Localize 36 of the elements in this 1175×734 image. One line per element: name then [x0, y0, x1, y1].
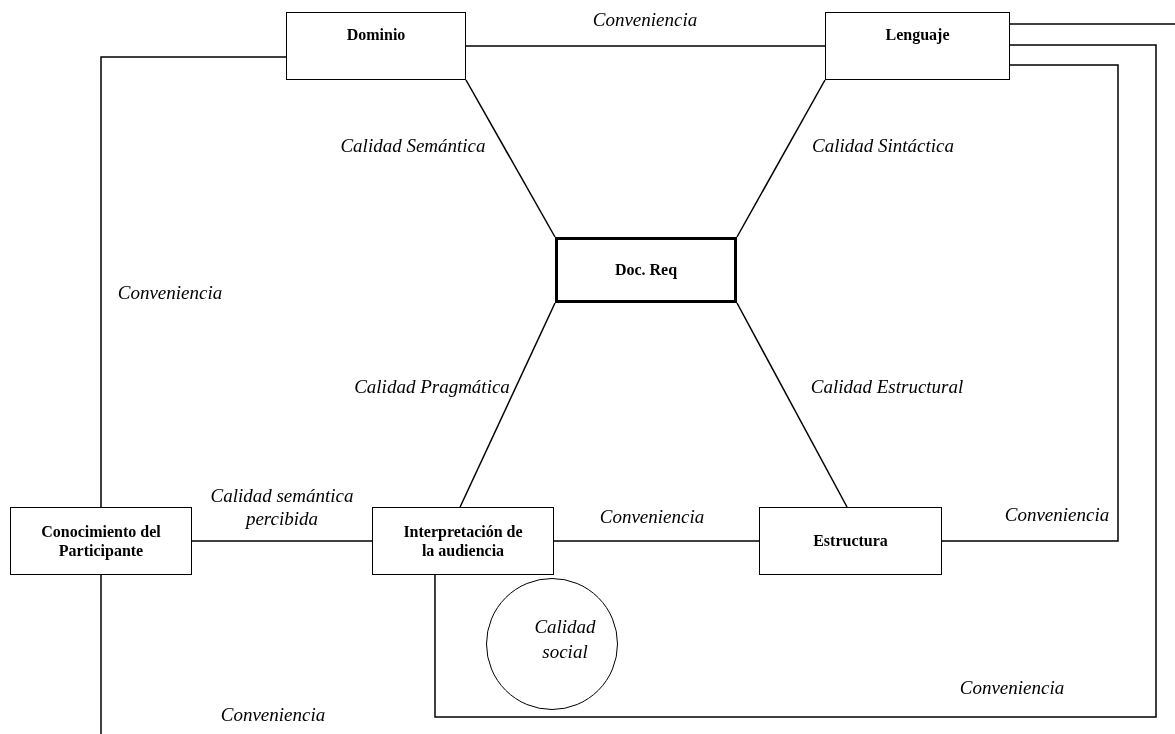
- edge-label: Calidad Semántica: [340, 134, 486, 158]
- concept-box: [825, 12, 1010, 80]
- concept-box: [759, 507, 942, 575]
- connector-line: [459, 302, 556, 508]
- concept-box: [286, 12, 466, 80]
- connector-line: [1009, 23, 1175, 25]
- connector-line: [434, 44, 1157, 718]
- concept-box: [555, 237, 737, 303]
- connector-line: [941, 64, 1119, 542]
- edge-label: Conveniencia: [117, 281, 223, 305]
- edge-label: Conveniencia: [1004, 503, 1110, 527]
- edge-label: Conveniencia: [959, 676, 1065, 700]
- concept-box: [10, 507, 192, 575]
- connector-line: [736, 79, 826, 238]
- connector-line: [191, 540, 373, 542]
- connector-line: [100, 574, 102, 734]
- edge-label: Calidad Pragmática: [354, 375, 510, 399]
- box-label: Dominio: [346, 25, 406, 45]
- box-label: Lenguaje: [885, 25, 950, 45]
- edge-label: Conveniencia: [592, 8, 698, 32]
- connector-line: [100, 56, 287, 508]
- edge-label: Conveniencia: [599, 505, 705, 529]
- edge-label: Calidad Estructural: [810, 375, 964, 399]
- box-label: Conocimiento del Participante: [40, 521, 162, 561]
- edge-label: Calidad Sintáctica: [812, 134, 954, 158]
- concept-box: [372, 507, 554, 575]
- box-label: Estructura: [813, 531, 888, 551]
- connector-line: [553, 540, 760, 542]
- connector-line: [736, 302, 848, 508]
- connector-line: [465, 79, 556, 238]
- box-label: Interpretación de la audiencia: [402, 521, 524, 561]
- edge-label: Calidad semántica percibida: [209, 485, 355, 531]
- note-label: Conveniencia: [220, 703, 326, 727]
- circle-label: Calidad social: [533, 615, 597, 664]
- box-label: Doc. Req: [614, 260, 678, 280]
- connector-line: [465, 45, 826, 47]
